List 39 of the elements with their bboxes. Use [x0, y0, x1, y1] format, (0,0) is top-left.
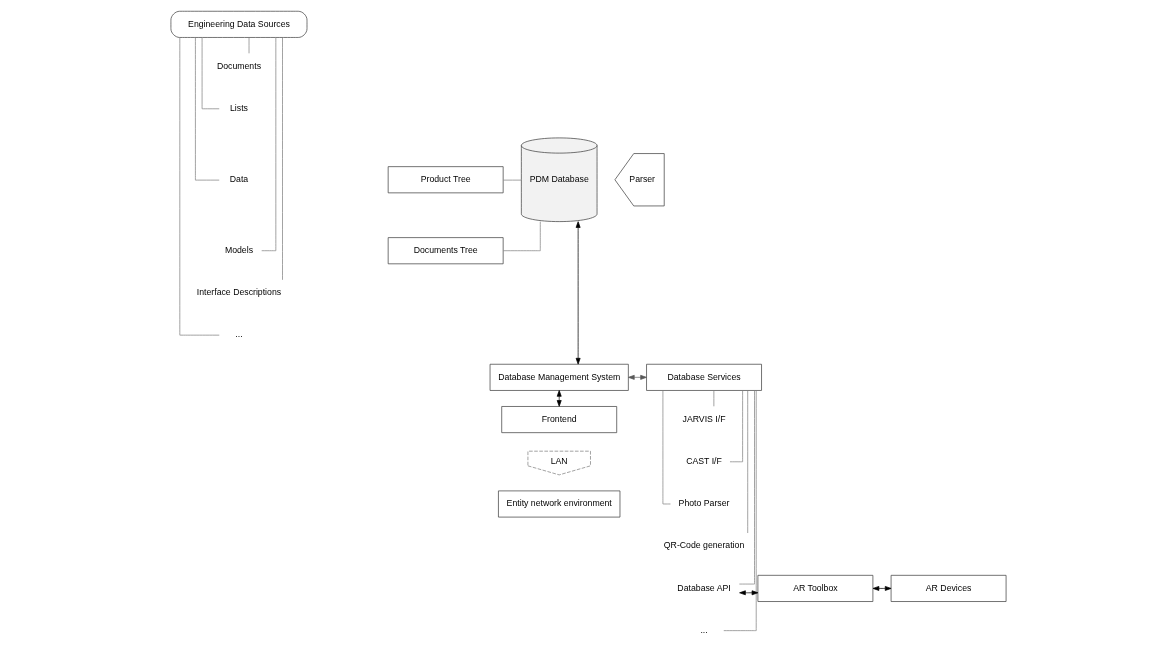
- arrow: [627, 374, 647, 380]
- node-box: Database Management System: [489, 363, 629, 391]
- node-text: JARVIS I/F: [682, 413, 726, 424]
- node-box: AR Devices: [890, 574, 1006, 602]
- connector: [502, 179, 522, 181]
- connector: [722, 390, 757, 631]
- node-text: ...: [699, 624, 708, 635]
- node-text: ...: [234, 329, 243, 340]
- connector: [194, 37, 220, 181]
- node-text: Photo Parser: [678, 498, 729, 509]
- connector: [738, 390, 755, 585]
- node-text: CAST I/F: [685, 456, 722, 467]
- connector: [248, 37, 249, 54]
- node-box: Entity network environment: [497, 490, 620, 518]
- arrow: [556, 390, 562, 407]
- connector: [178, 37, 220, 336]
- connector: [713, 390, 714, 407]
- arrow: [738, 590, 758, 596]
- node-box: AR Toolbox: [757, 574, 873, 602]
- connector: [746, 390, 748, 534]
- arrow: [872, 586, 891, 591]
- node-box: Database Services: [645, 363, 762, 391]
- node-text: QR-Code generation: [663, 540, 744, 551]
- node-box: Product Tree: [387, 166, 504, 194]
- node-text: Lists: [229, 103, 248, 114]
- arrow: [575, 221, 581, 365]
- node-text: Data: [229, 174, 248, 185]
- connector: [281, 37, 283, 281]
- node-text: Documents: [216, 60, 261, 71]
- connector: [260, 37, 276, 252]
- connector: [729, 390, 743, 463]
- node-text: Interface Descriptions: [196, 287, 281, 298]
- node-box: Engineering Data Sources: [170, 10, 307, 38]
- connector: [502, 221, 541, 252]
- node-box: Documents Tree: [387, 237, 504, 265]
- node-text: Models: [224, 244, 253, 255]
- connector: [201, 37, 220, 110]
- node-box: Frontend: [500, 406, 617, 434]
- node-text: Database API: [676, 582, 731, 593]
